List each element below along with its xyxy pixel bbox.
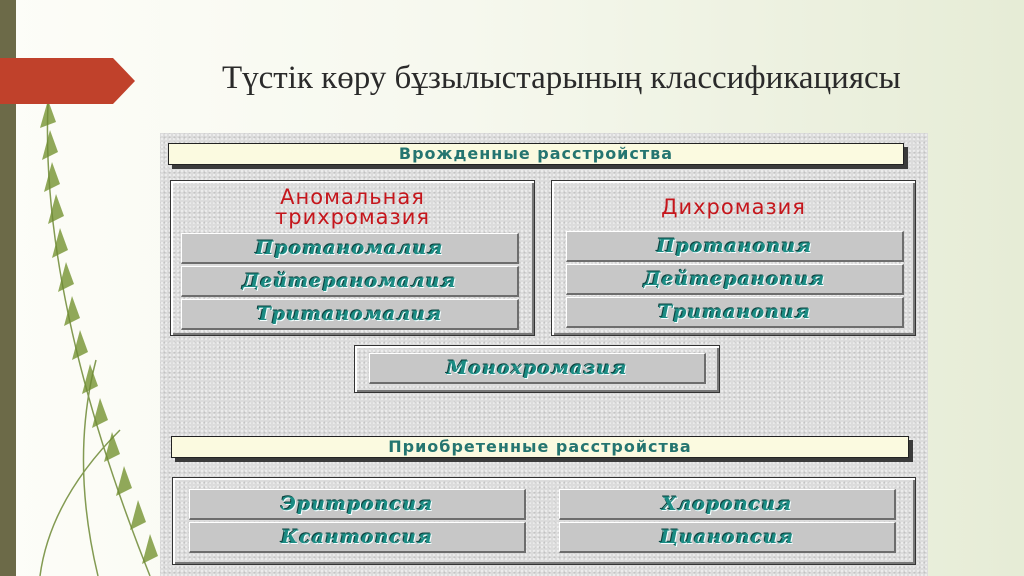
slide-title: Түстік көру бұзылыстарының классификация…: [222, 60, 901, 96]
anomalous-trichromacy-heading: Аномальная трихромазия: [171, 185, 534, 229]
item-tritanomaly: Тританомалия: [181, 299, 519, 330]
item-protanopia: Протанопия: [566, 231, 904, 262]
heading-line-1: Аномальная: [280, 185, 425, 209]
item-cyanopsia: Цианопсия: [559, 522, 896, 553]
heading-line-2: трихромазия: [275, 205, 430, 229]
classification-diagram: Врожденные расстройства Аномальная трихр…: [160, 133, 928, 576]
item-erythropsia: Эритропсия: [189, 489, 526, 520]
item-deuteranomaly: Дейтераномалия: [181, 266, 519, 297]
decorative-arrows: [39, 100, 158, 576]
item-xanthopsia: Ксантопсия: [189, 522, 526, 553]
title-arrow-tab: [0, 58, 135, 104]
congenital-banner: Врожденные расстройства: [168, 143, 904, 165]
acquired-box: Эритропсия Хлоропсия Ксантопсия Цианопси…: [172, 477, 916, 565]
monochromacy-box: Монохромазия: [354, 345, 720, 393]
item-tritanopia: Тританопия: [566, 297, 904, 328]
acquired-banner: Приобретенные расстройства: [171, 436, 909, 458]
dichromacy-heading: Дихромазия: [661, 195, 806, 219]
item-chloropsia: Хлоропсия: [559, 489, 896, 520]
item-protanomaly: Протаномалия: [181, 233, 519, 264]
anomalous-trichromacy-box: Аномальная трихромазия Протаномалия Дейт…: [170, 180, 535, 336]
item-monochromacy: Монохромазия: [369, 353, 706, 384]
left-accent-bar: [0, 0, 16, 576]
item-deuteranopia: Дейтеранопия: [566, 264, 904, 295]
dichromacy-box: Дихромазия Протанопия Дейтеранопия Трита…: [551, 180, 916, 336]
